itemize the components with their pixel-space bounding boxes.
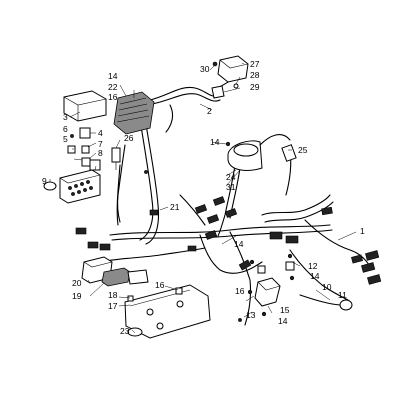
callout-18: 18	[108, 290, 118, 300]
callout-26: 26	[124, 133, 134, 143]
callout-2: 2	[207, 106, 212, 116]
connector-group-right	[351, 250, 382, 285]
callout-10: 10	[322, 282, 332, 292]
callout-20: 20	[72, 278, 82, 288]
ring-clamp	[127, 327, 143, 337]
starter-relay	[81, 256, 149, 287]
callout-31: 31	[226, 182, 236, 192]
callout-29: 29	[250, 82, 260, 92]
connector-cluster	[187, 196, 333, 271]
callout-14e: 14	[278, 316, 288, 326]
callout-5: 5	[63, 134, 68, 144]
ignition-coil	[227, 134, 297, 171]
hardware-fasteners	[70, 134, 295, 322]
callout-13: 13	[246, 310, 256, 320]
sensor	[111, 147, 121, 170]
callout-16a: 16	[108, 92, 118, 102]
callout-3: 3	[63, 112, 68, 122]
callout-1: 1	[360, 226, 365, 236]
callout-labels: 1 2 3 4 5 6 7 8 9 10 11 12 13 14 14 14 1…	[42, 59, 365, 336]
callout-25: 25	[298, 145, 308, 155]
callout-16b: 16	[155, 280, 165, 290]
callout-16c: 16	[235, 286, 245, 296]
callout-15: 15	[280, 305, 290, 315]
temperature-sensor	[299, 294, 353, 311]
callout-14c: 14	[234, 239, 244, 249]
callout-22: 22	[108, 82, 118, 92]
fuse-block	[59, 169, 101, 204]
callout-8: 8	[98, 148, 103, 158]
callout-24: 24	[226, 172, 236, 182]
leader-lines	[49, 62, 357, 334]
callout-4: 4	[98, 128, 103, 138]
callout-17: 17	[108, 301, 118, 311]
callout-11: 11	[338, 290, 347, 300]
callout-7: 7	[98, 139, 103, 149]
callout-19: 19	[72, 291, 82, 301]
connector-group-left	[75, 209, 159, 251]
callout-27: 27	[250, 59, 260, 69]
callout-14b: 14	[210, 137, 220, 147]
callout-6: 6	[63, 124, 68, 134]
callout-14a: 14	[108, 71, 118, 81]
callout-12: 12	[308, 261, 318, 271]
callout-14d: 14	[310, 271, 320, 281]
relay-box	[63, 90, 107, 122]
callout-28: 28	[250, 70, 260, 80]
callout-21: 21	[170, 202, 180, 212]
voltage-regulator	[113, 91, 155, 135]
solenoid	[254, 261, 295, 307]
callout-23: 23	[120, 326, 130, 336]
callout-9: 9	[42, 176, 47, 186]
mounting-plate	[124, 284, 211, 339]
cdi-module	[211, 55, 249, 99]
main-wiring-harness	[99, 74, 373, 326]
callout-30: 30	[200, 64, 210, 74]
